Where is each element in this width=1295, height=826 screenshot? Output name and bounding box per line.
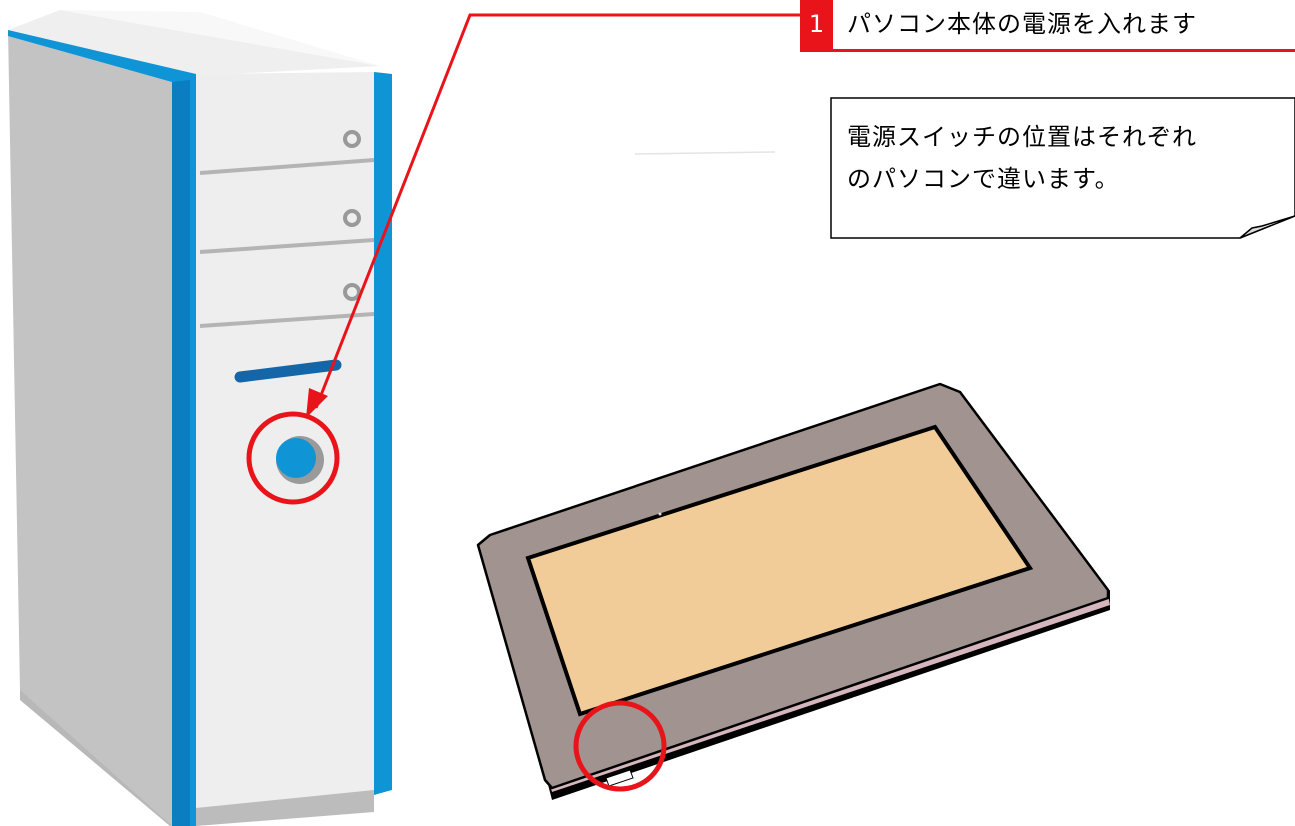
tower-side-panel: [8, 30, 172, 826]
camera-dot: [658, 512, 662, 516]
desktop-tower: [8, 10, 392, 826]
callout-arrowhead: [306, 388, 328, 418]
laptop-power-switch[interactable]: [605, 769, 634, 787]
drive-eject-button-1: [343, 130, 361, 148]
step-header: 1 パソコン本体の電源を入れます: [800, 0, 1295, 52]
callout-arrow: [306, 13, 800, 418]
laptop-screen: [525, 424, 1034, 717]
drive-bay-line-1: [199, 158, 375, 175]
drive-eject-button-2: [343, 209, 361, 227]
step-number-badge: 1: [800, 0, 833, 49]
tower-foot: [196, 790, 374, 826]
tower-blue-trim-left-dark: [172, 80, 190, 826]
tower-blue-trim-right: [374, 72, 392, 795]
callout-leader-line: [314, 13, 800, 409]
laptop-power-highlight-circle: [573, 700, 667, 792]
drive-bay-line-3: [199, 312, 375, 328]
drive-eject-button-3: [343, 283, 361, 301]
tower-slot: [234, 359, 342, 383]
note-line-1: 電源スイッチの位置はそれぞれ: [847, 123, 1197, 151]
tower-top: [8, 10, 380, 76]
note-box: [830, 97, 1295, 239]
faint-line: [634, 151, 776, 155]
note-box-curl: [1239, 215, 1295, 239]
note-line-2: のパソコンで違います。: [847, 165, 1120, 193]
tower-top-highlight: [60, 10, 380, 66]
step-instruction: パソコン本体の電源を入れます: [847, 10, 1197, 38]
power-button-highlight-circle: [246, 411, 340, 505]
note-text: 電源スイッチの位置はそれぞれ のパソコンで違います。: [831, 98, 1295, 238]
laptop: [476, 382, 1110, 800]
power-button[interactable]: [276, 438, 316, 478]
drive-bay-line-2: [199, 238, 375, 254]
